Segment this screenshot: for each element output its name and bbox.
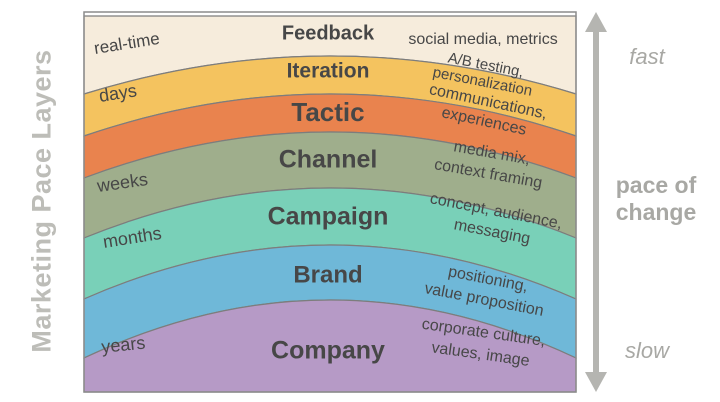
layer-name-tactic: Tactic bbox=[291, 97, 364, 127]
fast-label: fast bbox=[629, 44, 665, 69]
frame-border bbox=[83, 11, 577, 393]
layer-name-feedback: Feedback bbox=[282, 22, 375, 44]
pace-arrow-icon bbox=[585, 12, 607, 392]
layer-bands bbox=[83, 15, 577, 393]
layer-detail-feedback: social media, metrics bbox=[408, 31, 557, 48]
layer-name-company: Company bbox=[271, 337, 385, 365]
layer-detail-line: social media, metrics bbox=[408, 31, 557, 48]
layer-name-channel: Channel bbox=[279, 146, 378, 174]
pace-of-change-label: pace of change bbox=[604, 172, 708, 226]
layer-name-campaign: Campaign bbox=[268, 203, 389, 231]
layer-name-brand: Brand bbox=[293, 261, 362, 288]
pace-of-change-line2: change bbox=[615, 199, 697, 225]
layer-name-iteration: Iteration bbox=[287, 60, 370, 83]
layer-time-company: years bbox=[100, 332, 146, 356]
pace-of-change-line1: pace of bbox=[615, 172, 697, 198]
layer-band-company bbox=[83, 299, 577, 393]
slow-label: slow bbox=[624, 338, 669, 363]
